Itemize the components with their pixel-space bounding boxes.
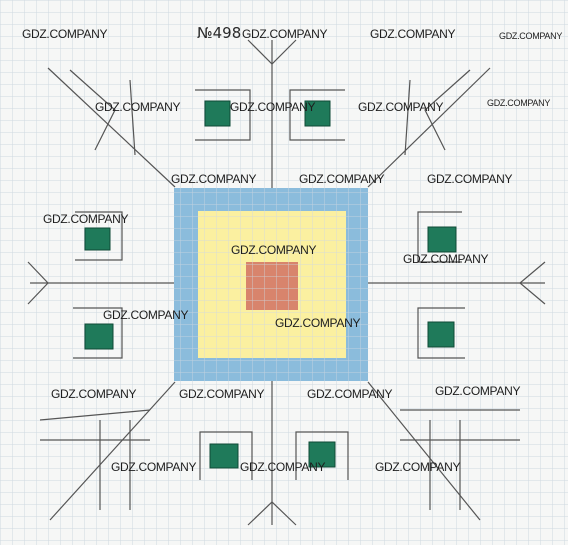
watermark: GDZ.COMPANY bbox=[43, 212, 129, 226]
watermark: GDZ.COMPANY bbox=[230, 100, 316, 114]
watermark: GDZ.COMPANY bbox=[487, 98, 551, 108]
watermark: GDZ.COMPANY bbox=[435, 384, 521, 398]
green-square-top-left bbox=[204, 100, 231, 127]
watermark: GDZ.COMPANY bbox=[370, 27, 456, 41]
watermark: GDZ.COMPANY bbox=[499, 31, 563, 41]
watermark: GDZ.COMPANY bbox=[427, 172, 513, 186]
watermark: GDZ.COMPANY bbox=[103, 308, 189, 322]
watermark: GDZ.COMPANY bbox=[375, 460, 461, 474]
watermark: GDZ.COMPANY bbox=[51, 387, 137, 401]
green-square-right-upper bbox=[427, 226, 457, 253]
watermark: GDZ.COMPANY bbox=[179, 387, 265, 401]
watermark: GDZ.COMPANY bbox=[358, 100, 444, 114]
watermark: GDZ.COMPANY bbox=[275, 316, 361, 330]
watermark: GDZ.COMPANY bbox=[111, 460, 197, 474]
watermark: GDZ.COMPANY bbox=[299, 172, 385, 186]
watermark: GDZ.COMPANY bbox=[403, 252, 489, 266]
watermark: GDZ.COMPANY bbox=[95, 100, 181, 114]
green-square-bottom-right bbox=[308, 441, 336, 468]
green-squares bbox=[84, 100, 457, 469]
problem-number: №498 bbox=[197, 24, 242, 42]
green-square-left-lower bbox=[84, 323, 114, 350]
watermark: GDZ.COMPANY bbox=[307, 387, 393, 401]
green-square-left-upper bbox=[84, 227, 111, 251]
green-square-bottom-left bbox=[209, 443, 239, 469]
watermark: GDZ.COMPANY bbox=[231, 243, 317, 257]
watermark: GDZ.COMPANY bbox=[171, 172, 257, 186]
watermark: GDZ.COMPANY bbox=[22, 27, 108, 41]
green-square-top-right bbox=[304, 100, 331, 127]
green-square-right-lower bbox=[427, 321, 455, 348]
watermark: GDZ.COMPANY bbox=[240, 460, 326, 474]
watermark: GDZ.COMPANY bbox=[242, 27, 328, 41]
